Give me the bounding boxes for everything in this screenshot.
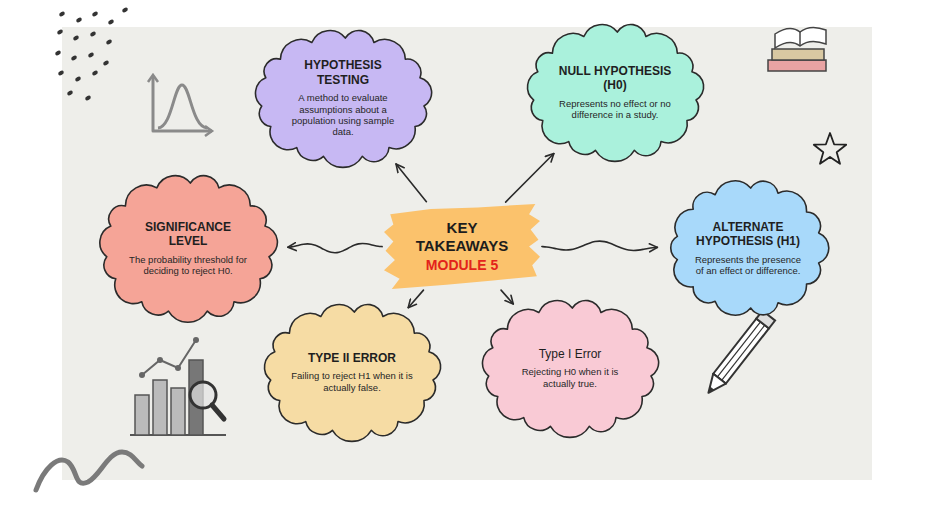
dot-mark: [91, 70, 98, 76]
cloud-body: Represents the presence of an effect or …: [692, 254, 804, 277]
cloud-heading: TYPE II ERROR: [290, 351, 414, 365]
dot-mark: [105, 39, 112, 45]
cloud-body: Failing to reject H1 when it is actually…: [290, 370, 414, 393]
dot-mark: [84, 95, 91, 101]
arrow-connector: [408, 290, 423, 308]
cloud-node: SIGNIFICANCE LEVEL The probability thresh…: [91, 168, 285, 328]
dot-mark: [87, 52, 94, 58]
chart-point: [175, 365, 181, 371]
dot-mark: [121, 7, 128, 13]
dot-mark: [107, 19, 114, 25]
book-icon: [772, 49, 824, 60]
dot-mark: [75, 17, 82, 23]
cloud-body: Represents no effect or no difference in…: [553, 98, 677, 121]
hub-banner: KEY TAKEAWAYS MODULE 5: [384, 204, 540, 289]
cloud-outline: [100, 176, 278, 323]
module-label: MODULE 5: [406, 257, 518, 274]
cloud-body: A method to evaluate assumptions about a…: [281, 92, 405, 138]
pencil-line: [722, 325, 765, 380]
chart-bar: [171, 388, 185, 435]
cloud-node: Type I ErrorRejecting H0 when it is actu…: [473, 293, 667, 443]
cloud-outline: [528, 24, 704, 161]
bell-curve: [158, 85, 207, 128]
background-panel: [62, 27, 872, 480]
pencil-body: [713, 319, 769, 384]
cloud-outline: [265, 304, 441, 441]
pencil-lead: [706, 386, 714, 394]
cloud-node: HYPOTHESIS TESTING A method to evaluate a…: [246, 23, 440, 173]
dot-mark: [102, 60, 109, 66]
dot-mark: [91, 11, 98, 17]
cloud-heading: SIGNIFICANCE LEVEL: [126, 220, 250, 249]
squiggle-doodle: [36, 452, 142, 490]
node-text-block: ALTERNATE HYPOTHESIS (H1) Represents the …: [692, 220, 804, 277]
node-text-block: SIGNIFICANCE LEVEL The probability thresh…: [126, 220, 250, 277]
chart-point: [157, 357, 163, 363]
cloud-body: Rejecting H0 when it is actually true.: [508, 366, 632, 389]
cloud-heading: NULL HYPOTHESIS (H0): [553, 64, 677, 93]
arrow-connector: [506, 154, 554, 203]
dot-mark: [54, 50, 61, 56]
arrow-connector: [288, 243, 382, 252]
brush-fill: [384, 204, 540, 289]
dot-mark: [72, 35, 79, 41]
chart-trend-line: [142, 340, 196, 375]
cloud-heading: HYPOTHESIS TESTING: [281, 58, 405, 87]
cloud-body: The probability threshold for deciding t…: [126, 254, 250, 277]
arrow-connector: [501, 290, 513, 304]
axis-arrow: [148, 75, 212, 136]
arrow-connector: [396, 164, 426, 202]
cloud-heading: ALTERNATE HYPOTHESIS (H1): [692, 220, 804, 249]
book-spine: [799, 32, 801, 46]
cloud-node: TYPE II ERROR Failing to reject H1 when i…: [255, 297, 449, 447]
dot-mark: [70, 55, 77, 61]
node-text-block: NULL HYPOTHESIS (H0) Represents no effect…: [553, 64, 677, 121]
node-text-block: KEY TAKEAWAYS MODULE 5: [406, 219, 518, 274]
hub-heading: KEY TAKEAWAYS: [406, 219, 518, 255]
star-doodle: [814, 133, 846, 164]
node-text-block: HYPOTHESIS TESTING A method to evaluate a…: [281, 58, 405, 137]
dot-mark: [58, 11, 65, 17]
dot-mark: [56, 29, 63, 35]
book-icon: [768, 60, 826, 71]
cloud-outline: [256, 30, 432, 167]
pencil-line: [717, 322, 760, 377]
node-text-block: TYPE II ERROR Failing to reject H1 when i…: [290, 351, 414, 393]
cloud-node: ALTERNATE HYPOTHESIS (H1) Represents the …: [661, 173, 836, 323]
pencil-tip: [702, 374, 726, 398]
dot-mark: [57, 70, 64, 76]
chart-point: [139, 372, 145, 378]
dot-mark: [66, 90, 73, 96]
dot-mark: [74, 76, 81, 82]
arrow-connector: [542, 241, 658, 250]
magnifier-handle: [212, 405, 224, 419]
chart-point: [193, 337, 199, 343]
chart-bar: [153, 380, 167, 435]
open-book-icon: [775, 27, 826, 48]
cloud-node: NULL HYPOTHESIS (H0) Represents no effect…: [518, 17, 712, 167]
dot-mark: [89, 31, 96, 37]
chart-axes: [153, 76, 212, 131]
chart-bar: [135, 395, 149, 435]
cloud-outline: [483, 300, 659, 437]
cloud-outline: [670, 181, 828, 315]
node-text-block: Type I ErrorRejecting H0 when it is actu…: [508, 347, 632, 389]
cloud-heading: Type I Error: [508, 347, 632, 361]
